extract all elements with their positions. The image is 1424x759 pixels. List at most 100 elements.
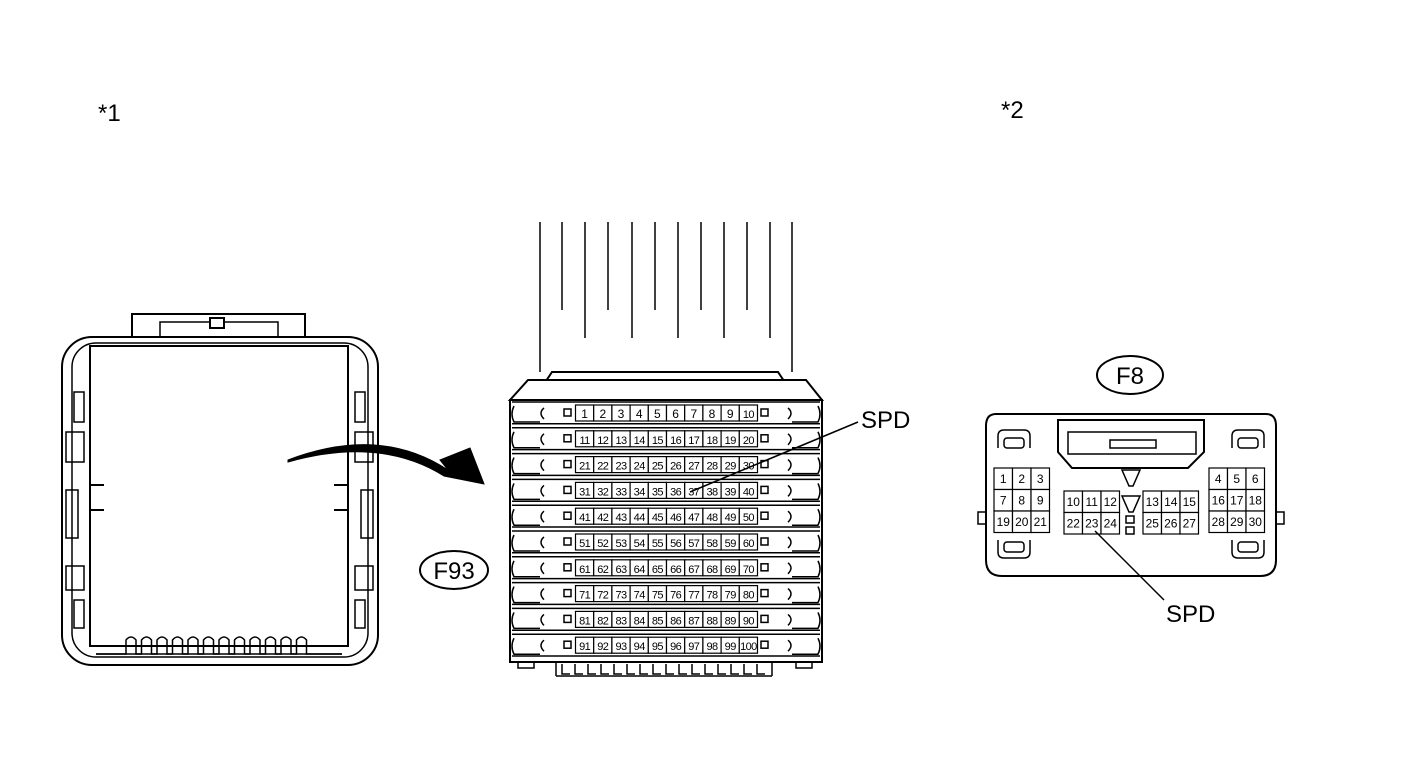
pin-cell: 92 — [593, 636, 613, 654]
pin-number: 35 — [652, 486, 664, 498]
pin-cell: 21 — [574, 456, 595, 474]
pin-cell: 29 — [720, 456, 740, 474]
pin-cell: 61 — [574, 559, 595, 577]
pin-cell: 72 — [593, 584, 613, 603]
pin-cell: 20 — [1011, 510, 1032, 534]
pin-number: 1 — [1000, 472, 1007, 486]
pin-number: 5 — [1233, 472, 1240, 486]
pin-number: 92 — [597, 641, 609, 653]
pin-number: 29 — [725, 461, 737, 473]
pin-cell: 5 — [1226, 467, 1247, 491]
pin-cell: 43 — [611, 507, 631, 525]
pin-cell: 78 — [702, 584, 722, 603]
pin-number: 19 — [725, 435, 737, 447]
pin-cell: 10 — [1063, 490, 1084, 514]
pin-cell: 11 — [574, 430, 595, 448]
pin-cell: 12 — [1100, 490, 1121, 514]
callout-line-f93 — [689, 421, 859, 493]
pin-cell: 36 — [665, 481, 686, 499]
pin-cell: 53 — [611, 533, 631, 551]
pin-number: 77 — [688, 590, 700, 602]
pin-number: 40 — [743, 486, 755, 498]
pin-number: 89 — [725, 615, 737, 627]
pin-number: 2 — [599, 407, 606, 421]
pin-number: 64 — [634, 564, 646, 576]
pin-cell: 25 — [1142, 511, 1163, 535]
pin-cell: 52 — [593, 533, 613, 551]
pin-number: 24 — [1104, 517, 1118, 531]
pin-cell: 13 — [611, 430, 631, 448]
pin-number: 82 — [597, 615, 609, 627]
pin-cell: 31 — [574, 481, 595, 499]
pin-number: 3 — [1037, 472, 1044, 486]
pin-cell: 98 — [702, 636, 722, 654]
pin-cell: 51 — [574, 533, 595, 551]
pin-number: 2 — [1018, 472, 1025, 486]
pin-cell: 57 — [684, 533, 704, 551]
pin-number: 21 — [579, 461, 591, 473]
pin-cell: 54 — [629, 533, 649, 551]
pin-cell: 28 — [1208, 510, 1229, 534]
pin-cell: 34 — [629, 481, 649, 499]
callout-line-f8 — [1094, 530, 1165, 601]
pin-cell: 12 — [593, 430, 613, 448]
pin-number: 7 — [690, 407, 697, 421]
pin-number: 8 — [709, 407, 716, 421]
pin-cell: 32 — [593, 481, 613, 499]
pin-cell: 22 — [593, 456, 613, 474]
pin-number: 28 — [1212, 515, 1226, 529]
pin-cell: 19 — [720, 430, 740, 448]
pin-cell: 41 — [574, 507, 595, 525]
pin-cell: 35 — [647, 481, 668, 499]
pin-cell: 96 — [665, 636, 686, 654]
pin-number: 19 — [997, 515, 1011, 529]
pin-number: 52 — [597, 538, 609, 550]
pin-number: 25 — [1146, 517, 1160, 531]
pin-number: 99 — [725, 641, 737, 653]
pin-cell: 38 — [702, 481, 722, 499]
pin-cell: 85 — [647, 610, 668, 629]
pin-number: 22 — [597, 461, 609, 473]
view-label-1: *1 — [98, 100, 121, 127]
pin-cell: 74 — [629, 584, 649, 603]
pin-cell: 99 — [720, 636, 740, 654]
pin-cell: 42 — [593, 507, 613, 525]
pin-number: 95 — [652, 641, 664, 653]
pin-cell: 2 — [593, 404, 613, 422]
pin-number: 6 — [1252, 472, 1259, 486]
pin-number: 31 — [579, 486, 591, 498]
pin-cell: 27 — [684, 456, 704, 474]
pin-number: 59 — [725, 538, 737, 550]
pin-cell: 58 — [702, 533, 722, 551]
pin-number: 49 — [725, 512, 737, 524]
pin-number: 10 — [743, 409, 755, 421]
pin-cell: 46 — [665, 507, 686, 525]
pin-number: 61 — [579, 564, 591, 576]
pin-number: 86 — [670, 615, 682, 627]
pin-number: 78 — [706, 590, 718, 602]
pin-cell: 75 — [647, 584, 668, 603]
pin-cell: 62 — [593, 559, 613, 577]
pin-number: 44 — [634, 512, 646, 524]
connector-tag-f93: F93 — [419, 550, 489, 590]
pin-number: 51 — [579, 538, 591, 550]
pin-cell: 13 — [1142, 490, 1163, 514]
pin-cell: 88 — [702, 610, 722, 629]
pin-cell: 18 — [702, 430, 722, 448]
pin-cell: 18 — [1245, 488, 1266, 512]
pin-number: 15 — [1183, 495, 1197, 509]
pin-number: 96 — [670, 641, 682, 653]
pin-cell: 23 — [611, 456, 631, 474]
pin-cell: 100 — [738, 636, 759, 654]
pin-cell: 89 — [720, 610, 740, 629]
pin-number: 76 — [670, 590, 682, 602]
pin-cell: 17 — [1226, 488, 1247, 512]
pin-number: 23 — [615, 461, 627, 473]
pin-cell: 24 — [1100, 511, 1121, 535]
